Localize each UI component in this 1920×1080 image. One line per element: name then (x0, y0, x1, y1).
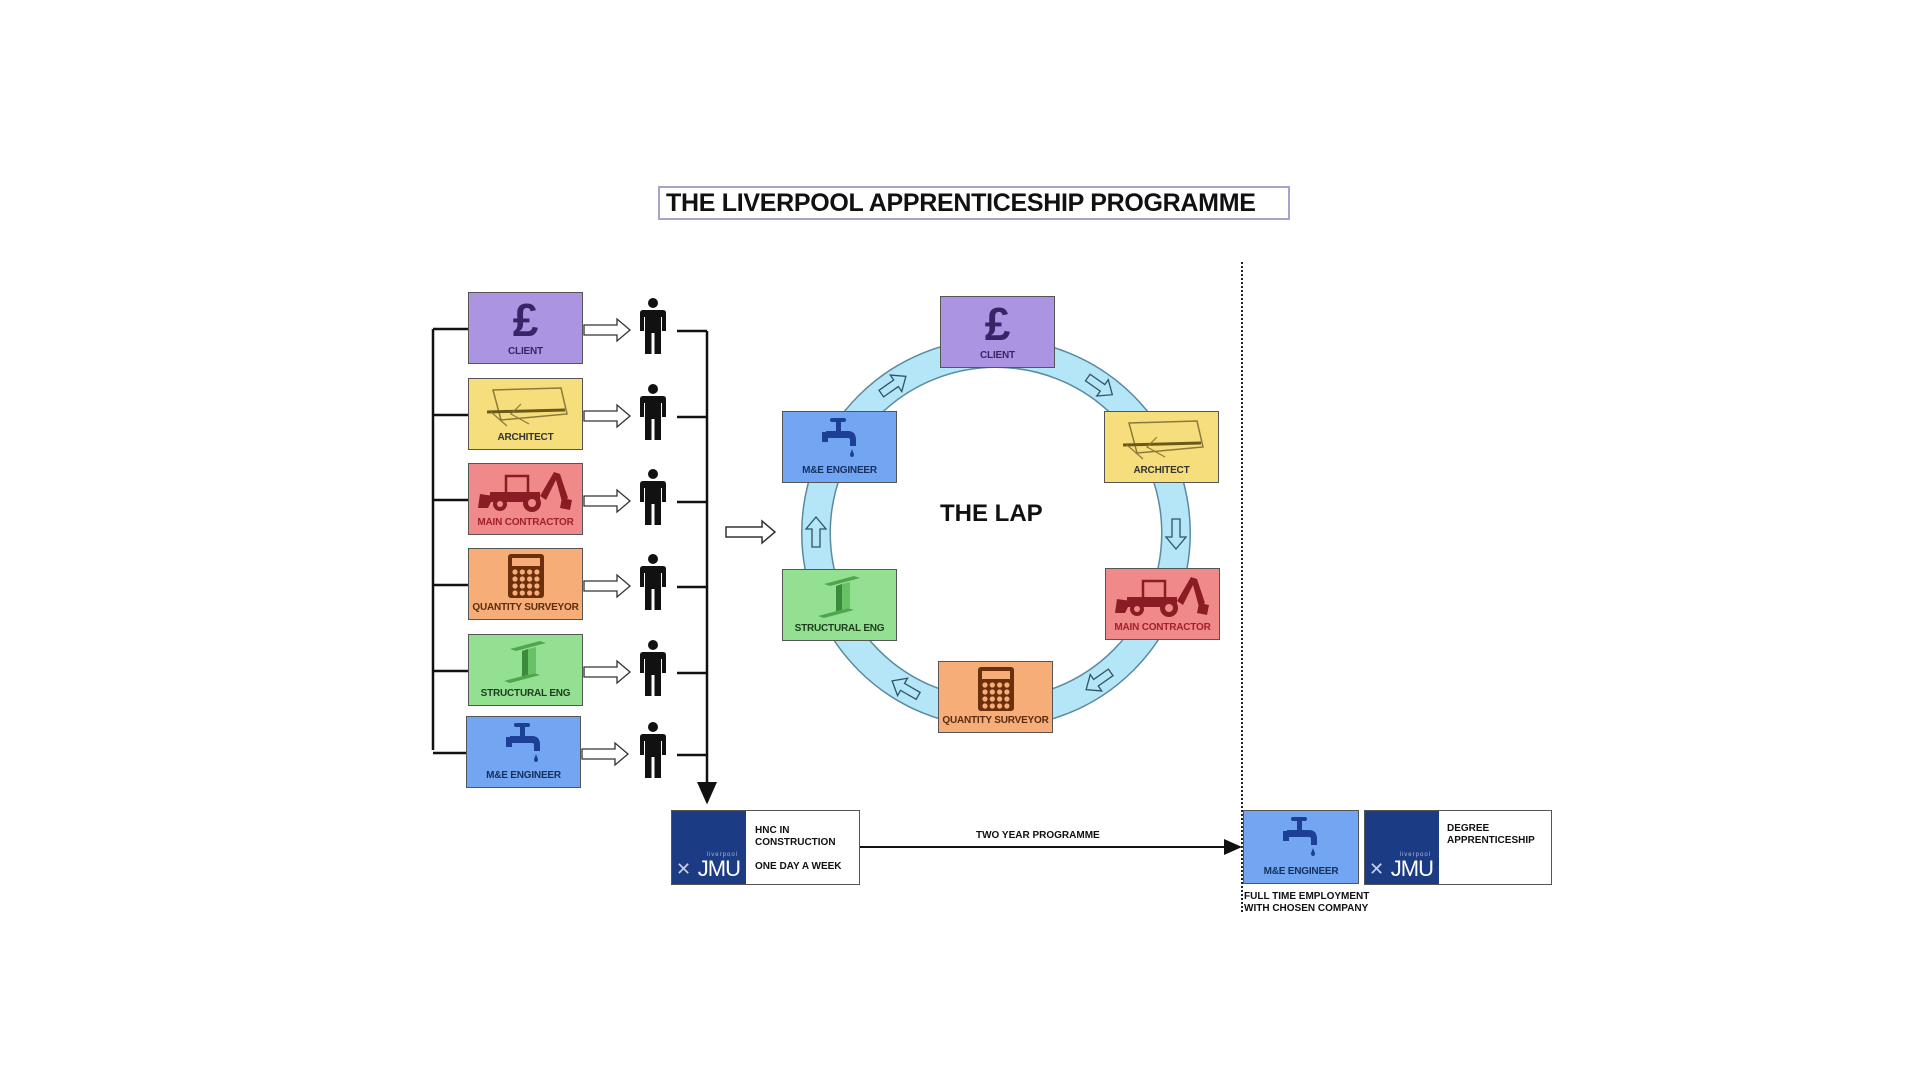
role-label: M&E ENGINEER (486, 770, 561, 781)
programme-label: TWO YEAR PROGRAMME (976, 830, 1100, 841)
hollow-arrow (583, 488, 632, 514)
ring-arrow (1164, 518, 1188, 551)
person-icon (639, 554, 667, 615)
hollow-arrow (583, 317, 632, 343)
caption-line1: FULL TIME EMPLOYMENT (1244, 891, 1370, 902)
role-box-me-left: M&E ENGINEER (466, 716, 581, 788)
ring-arrow (878, 374, 907, 398)
person-icon (639, 640, 667, 701)
degree-text: DEGREE APPRENTICESHIP (1447, 823, 1535, 847)
to-lap-arrow (725, 519, 777, 545)
backhoe-loader-icon (1106, 573, 1219, 619)
backhoe-loader-icon (469, 468, 582, 514)
drafting-table-icon (469, 383, 582, 429)
page-title: THE LIVERPOOL APPRENTICESHIP PROGRAMME (658, 186, 1290, 220)
hollow-arrow (583, 573, 632, 599)
hnc-line3: ONE DAY A WEEK (755, 861, 842, 872)
role-box-architect-circle: ARCHITECT (1104, 411, 1219, 483)
water-tap-icon (1244, 815, 1358, 861)
ring-arrows (804, 373, 1188, 701)
hnc-line1: HNC IN (755, 825, 790, 836)
role-label: ARCHITECT (1133, 465, 1190, 476)
role-label: MAIN CONTRACTOR (477, 517, 574, 528)
ring-arrow (1084, 373, 1114, 397)
role-label: QUANTITY SURVEYOR (942, 715, 1049, 726)
degree-line1: DEGREE (1447, 823, 1490, 834)
caption-line2: WITH CHOSEN COMPANY (1244, 903, 1369, 914)
pound-icon: £ (984, 298, 1011, 350)
liver-bird-icon: ✕ (676, 859, 692, 879)
role-label: CLIENT (980, 350, 1015, 361)
calculator-icon (939, 666, 1052, 712)
role-label: STRUCTURAL ENG (480, 688, 571, 699)
lap-title: THE LAP (940, 500, 1043, 527)
right-bracket-ticks (677, 329, 707, 757)
role-box-client-left: £CLIENT (468, 292, 583, 364)
ring-arrow (891, 677, 922, 701)
outcome-role-label: M&E ENGINEER (1263, 866, 1339, 877)
jmu-logo: ✕ liverpool JMU (672, 811, 746, 884)
role-label: MAIN CONTRACTOR (1114, 622, 1211, 633)
steel-beam-icon (469, 639, 582, 685)
hollow-arrow (581, 741, 630, 767)
hnc-line2: CONSTRUCTION (755, 837, 836, 848)
role-box-me-circle: M&E ENGINEER (782, 411, 897, 483)
steel-beam-icon (783, 574, 896, 620)
water-tap-icon (783, 416, 896, 462)
person-icon (639, 384, 667, 445)
role-label: M&E ENGINEER (802, 465, 877, 476)
role-box-client-circle: £CLIENT (940, 296, 1055, 368)
hollow-arrows (581, 317, 632, 767)
lap-ring (802, 339, 1190, 727)
drafting-table-icon (1105, 416, 1218, 462)
ring-arrow (1085, 668, 1114, 692)
hollow-arrow (583, 403, 632, 429)
water-tap-icon (467, 721, 580, 767)
calculator-icon (469, 553, 582, 599)
jmu-small-text: liverpool (1399, 852, 1431, 858)
jmu-text: JMU (1390, 856, 1434, 881)
jmu-logo: ✕ liverpool JMU (1365, 811, 1439, 884)
jmu-text: JMU (697, 856, 741, 881)
role-box-struct-left: STRUCTURAL ENG (468, 634, 583, 706)
role-box-struct-circle: STRUCTURAL ENG (782, 569, 897, 641)
role-box-qs-circle: QUANTITY SURVEYOR (938, 661, 1053, 733)
role-label: ARCHITECT (497, 432, 554, 443)
hnc-box: ✕ liverpool JMU HNC IN CONSTRUCTION ONE … (671, 810, 860, 885)
outcome-caption: FULL TIME EMPLOYMENT WITH CHOSEN COMPANY (1244, 891, 1369, 915)
degree-line2: APPRENTICESHIP (1447, 835, 1535, 846)
person-icon (639, 298, 667, 359)
degree-box: ✕ liverpool JMU DEGREE APPRENTICESHIP (1364, 810, 1552, 885)
role-box-architect-left: ARCHITECT (468, 378, 583, 450)
role-box-qs-left: QUANTITY SURVEYOR (468, 548, 583, 620)
person-icon (639, 722, 667, 783)
role-box-contractor-circle: MAIN CONTRACTOR (1105, 568, 1220, 640)
hnc-text: HNC IN CONSTRUCTION ONE DAY A WEEK (755, 825, 842, 873)
outcome-me-engineer-box: M&E ENGINEER (1243, 810, 1359, 884)
ring-arrow (804, 515, 828, 548)
role-box-contractor-left: MAIN CONTRACTOR (468, 463, 583, 535)
hollow-arrow (583, 659, 632, 685)
left-bracket-ticks (433, 327, 468, 755)
role-label: STRUCTURAL ENG (794, 623, 885, 634)
role-label: CLIENT (508, 346, 543, 357)
pound-icon: £ (512, 294, 539, 346)
person-icon (639, 469, 667, 530)
liver-bird-icon: ✕ (1369, 859, 1385, 879)
role-label: QUANTITY SURVEYOR (472, 602, 579, 613)
jmu-small-text: liverpool (706, 852, 738, 858)
